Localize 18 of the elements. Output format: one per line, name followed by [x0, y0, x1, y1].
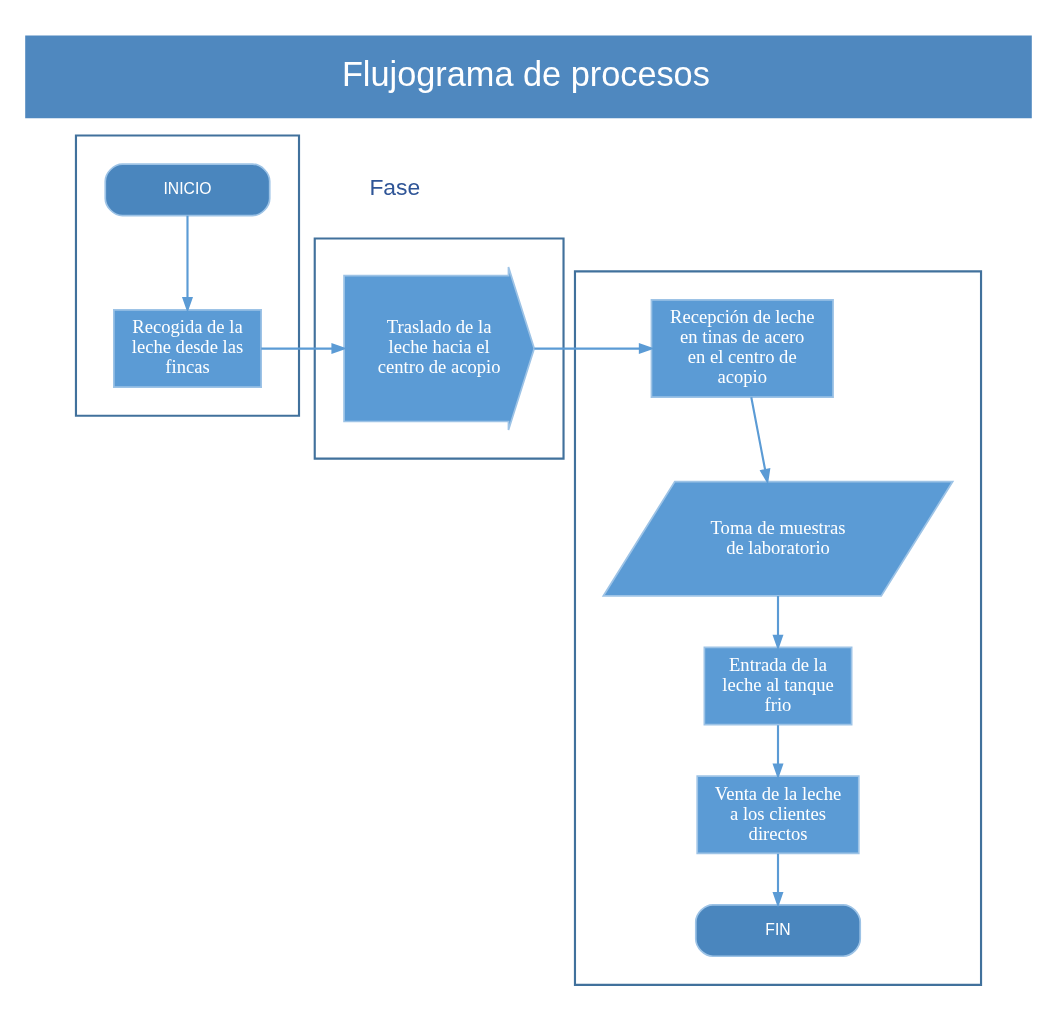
- node-box: Venta de la leche a los clientes directos: [696, 774, 860, 854]
- cluster: [573, 269, 983, 986]
- arrow: [772, 853, 784, 908]
- arrow: [772, 595, 784, 650]
- arrow: [750, 396, 771, 485]
- diagram-title: Flujograma de procesos: [341, 54, 710, 93]
- node-box: Recepción de leche en tinas de acero en el centro de acopio: [650, 298, 834, 398]
- node-box: FIN: [694, 903, 862, 957]
- label: Fase: [369, 173, 421, 200]
- arrow: [534, 342, 655, 354]
- cluster: [313, 236, 565, 460]
- node-box: INICIO: [104, 162, 271, 216]
- arrow: [261, 342, 348, 354]
- arrow: [181, 215, 193, 313]
- cluster: [74, 133, 301, 417]
- node-box: Recogida de la leche desde las fincas: [113, 308, 262, 388]
- arrow: [772, 724, 784, 779]
- node-box: Entrada de la leche al tanque frio: [703, 646, 853, 725]
